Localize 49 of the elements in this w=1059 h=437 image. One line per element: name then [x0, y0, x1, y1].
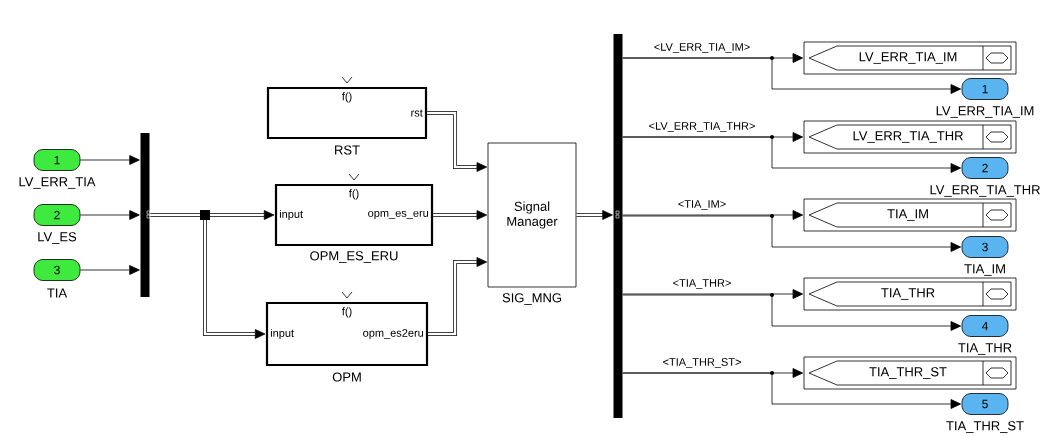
port-block: 1 [961, 78, 1009, 100]
connector [622, 215, 962, 252]
connector [622, 372, 962, 409]
signal-label: <TIA_THR_ST> [662, 357, 742, 369]
connector [80, 155, 140, 165]
signal-label: <LV_ERR_TIA_THR> [648, 121, 756, 133]
connector [622, 210, 804, 220]
port-block: 4 [961, 315, 1009, 337]
connector [80, 210, 140, 220]
block-name: OPM [332, 372, 361, 382]
port-block: 3 [961, 236, 1009, 258]
goto-block: TIA_THR [803, 277, 1017, 311]
block-name: RST [335, 145, 360, 155]
connector [427, 111, 488, 172]
port-name: LV_ERR_TIA [19, 177, 96, 189]
signal-label: <TIA_IM> [677, 199, 727, 211]
port-block: 2 [961, 157, 1009, 179]
connector [576, 210, 613, 220]
port-name: TIA_THR_ST [946, 421, 1024, 433]
port-block: 3 [33, 259, 81, 281]
port-name: LV_ERR_TIA_IM [936, 106, 1034, 118]
function-block: Signal Manager [487, 142, 577, 288]
connector [149, 213, 266, 339]
connector [622, 289, 804, 299]
connector [622, 57, 962, 94]
signal-label: <LV_ERR_TIA_IM> [653, 42, 751, 54]
subsystem-block: f() rst [266, 76, 428, 140]
connector [622, 136, 962, 173]
goto-block: TIA_THR_ST [803, 356, 1017, 390]
port-block: 2 [33, 204, 81, 226]
port-name: TIA_THR [958, 343, 1012, 355]
block-name: OPM_ES_ERU [310, 251, 398, 263]
port-block: 1 [33, 149, 81, 171]
subsystem-block: f() input opm_es_eru [274, 173, 434, 247]
port-name: TIA [47, 288, 68, 298]
connector [428, 257, 488, 336]
goto-block: LV_ERR_TIA_THR [803, 120, 1017, 154]
connector [80, 265, 140, 275]
connector [433, 210, 488, 220]
goto-block: LV_ERR_TIA_IM [803, 41, 1017, 75]
port-name: LV_ES [38, 232, 77, 244]
port-block: 5 [961, 393, 1009, 415]
goto-block: TIA_IM [803, 198, 1017, 232]
connector [622, 294, 962, 331]
block-name: SIG_MNG [502, 293, 561, 305]
subsystem-block: f() input opm_es2eru [265, 291, 429, 367]
port-name: LV_ERR_TIA_THR [930, 185, 1040, 197]
signal-label: <TIA_THR> [672, 278, 732, 290]
port-name: TIA_IM [964, 264, 1005, 276]
